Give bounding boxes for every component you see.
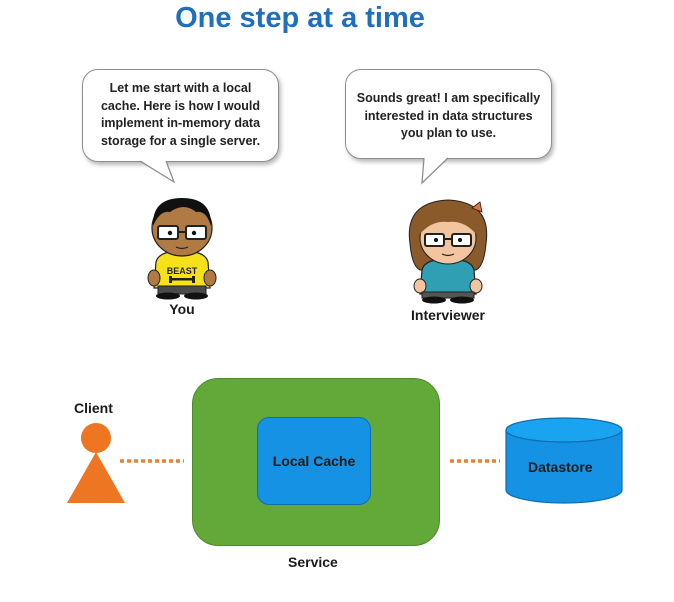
local-cache-label: Local Cache bbox=[272, 453, 356, 469]
speech-bubble-interviewer: Sounds great! I am specifically interest… bbox=[345, 69, 552, 159]
datastore-cylinder-icon bbox=[505, 417, 623, 504]
bubble-line: cache. Here is how I would bbox=[100, 98, 261, 113]
shirt-text: BEAST bbox=[167, 266, 198, 276]
bubble-line: Let me start with a local bbox=[109, 81, 252, 95]
bubble-line: implement in-memory data bbox=[100, 116, 261, 130]
interviewer-label: Interviewer bbox=[411, 307, 485, 323]
client-label: Client bbox=[74, 400, 113, 416]
bubble-line: you plan to use. bbox=[400, 126, 497, 140]
bubble-line: storage for a single server. bbox=[100, 133, 261, 148]
interviewer-avatar-icon bbox=[408, 199, 488, 304]
page-title: One step at a time bbox=[175, 2, 425, 34]
speech-bubble-tail bbox=[421, 157, 449, 185]
client-person-icon bbox=[67, 423, 125, 503]
bubble-line: Sounds great! I am specifically bbox=[356, 91, 541, 105]
you-avatar-icon: BEAST bbox=[147, 198, 217, 300]
service-label: Service bbox=[288, 554, 338, 570]
service-datastore-connector bbox=[450, 459, 500, 463]
client-service-connector bbox=[120, 459, 184, 463]
you-label: You bbox=[169, 301, 195, 317]
bubble-line: interested in data structures bbox=[364, 108, 533, 123]
datastore-label: Datastore bbox=[528, 459, 593, 475]
speech-bubble-tail bbox=[140, 160, 176, 184]
speech-bubble-you: Let me start with a local cache. Here is… bbox=[82, 69, 279, 162]
local-cache-box: Local Cache bbox=[257, 417, 371, 505]
